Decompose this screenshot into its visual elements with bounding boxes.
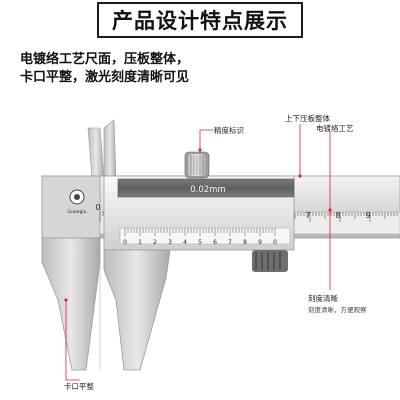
vernier-number: 1: [138, 239, 142, 246]
vernier-ticks: [124, 228, 276, 236]
lower-sliding-jaw: [103, 249, 171, 371]
description-line-2: 卡口平整，激光刻度清晰可见: [20, 70, 190, 85]
thumb-wheel-icon: [252, 250, 288, 272]
vernier-number: 3: [168, 239, 172, 246]
vernier-number: 8: [243, 239, 247, 246]
page-title: 产品设计特点展示: [112, 9, 288, 33]
vernier-scale: [119, 227, 291, 245]
annotation-clear-scale: 刻度清晰: [308, 294, 338, 303]
vernier-number: 0: [123, 239, 127, 246]
annotation-chrome-process: 电镀络工艺: [316, 124, 354, 133]
main-scale-number: 7: [305, 211, 310, 220]
upper-sliding-jaw: [103, 119, 117, 179]
annotation-clear-scale-sub: 刻度清晰，方便观察: [308, 306, 367, 314]
vernier-number: 5: [198, 239, 202, 246]
lower-fixed-jaw: [41, 237, 101, 371]
vernier-number: 7: [228, 239, 232, 246]
vernier-number: 0: [273, 239, 277, 246]
annotation-dots: [64, 148, 332, 302]
fixed-head: [41, 175, 101, 239]
annotation-precision-mark: 精度标识: [214, 126, 244, 135]
vernier-number: 2: [153, 239, 157, 246]
vernier-numbers: 0 1 2 3 4 5 6 7 8 9 0: [123, 239, 277, 246]
vernier-number: 4: [183, 239, 187, 246]
reading-window-label: 0.02mm: [190, 185, 226, 195]
main-scale-number: 0: [95, 203, 100, 212]
main-scale-number: 8: [335, 211, 340, 220]
reading-window: [117, 178, 295, 198]
annotation-jaw-flat: 卡口平整: [64, 382, 94, 391]
description-line-1: 电镀络工艺尺面，压板整体，: [20, 52, 190, 67]
brand-text: Guanglu: [68, 209, 87, 215]
annotation-upper-lower-plate: 上下压板整体: [285, 114, 330, 123]
upper-fixed-jaw: [87, 127, 105, 179]
title-box: 产品设计特点展示: [97, 2, 303, 38]
vernier-number: 9: [258, 239, 262, 246]
main-scale-number: 9: [365, 211, 370, 220]
vernier-number: 6: [213, 239, 217, 246]
